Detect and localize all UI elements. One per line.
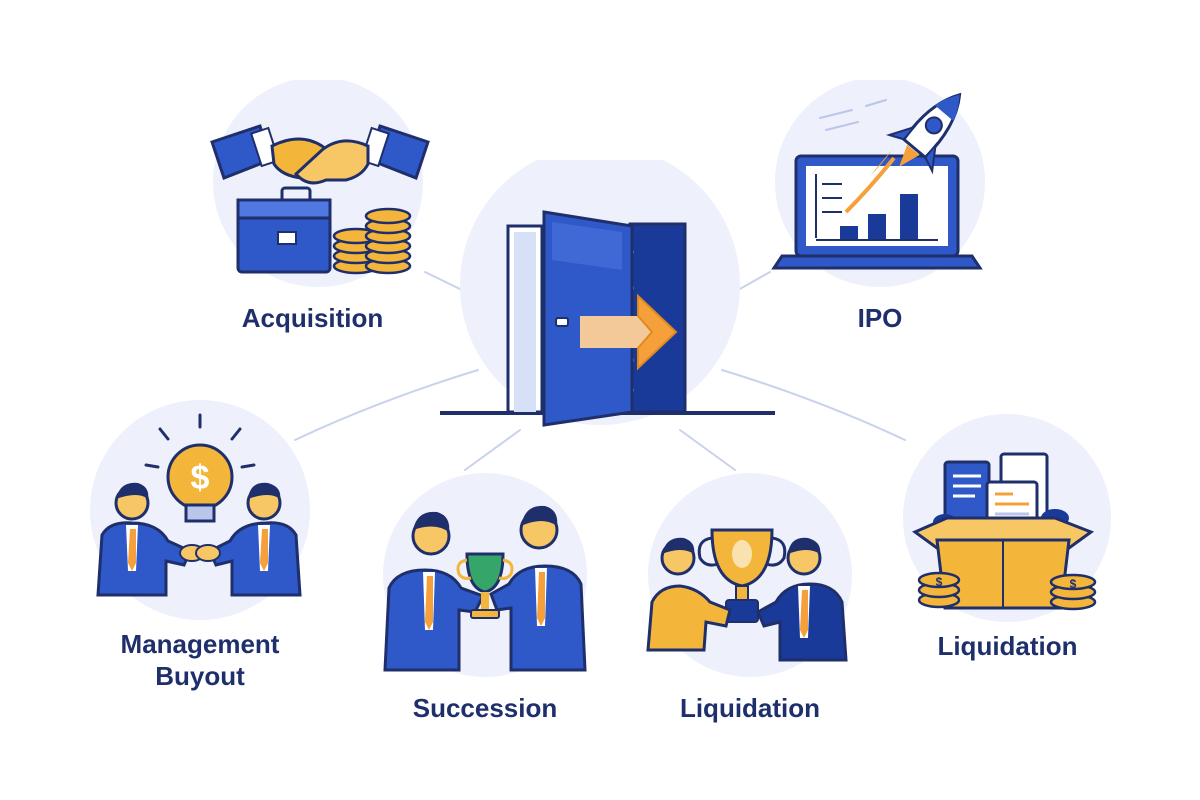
box-documents-coins-icon: $ $	[903, 414, 1111, 622]
svg-text:$: $	[936, 575, 943, 589]
option-liquidation-trophy: Liquidation	[640, 470, 870, 730]
connector-liquidation-trophy	[679, 429, 736, 471]
laptop-rocket-chart-icon	[771, 80, 985, 287]
connector-liquidation-box	[721, 369, 906, 441]
svg-text:$: $	[191, 459, 210, 497]
option-succession: Succession	[375, 470, 605, 730]
label-acquisition: Acquisition	[241, 303, 384, 333]
trophy-exchange-icon	[646, 473, 852, 677]
connector-ipo	[737, 271, 771, 291]
option-acquisition: Acquisition	[190, 80, 450, 333]
connector-acquisition	[424, 271, 463, 291]
handshake-briefcase-coins-icon	[210, 80, 430, 287]
label-succession: Succession	[412, 693, 558, 723]
option-management-buyout: $ Management Buyout	[80, 395, 340, 695]
label-management-buyout-line1: Management	[120, 629, 280, 659]
label-management-buyout-line2: Buyout	[155, 661, 245, 691]
exit-door-icon	[440, 160, 775, 427]
bulb-dollar-two-people-icon: $	[90, 400, 310, 620]
two-people-trophy-handoff-icon	[383, 473, 587, 677]
option-ipo: IPO	[760, 80, 1020, 333]
label-ipo: IPO	[857, 303, 903, 333]
svg-text:$: $	[1070, 577, 1077, 591]
center-exit-node	[440, 160, 780, 440]
label-liquidation-trophy: Liquidation	[679, 693, 821, 723]
option-liquidation-box: $ $ Liquidation	[895, 410, 1135, 690]
label-liquidation-box: Liquidation	[937, 631, 1078, 661]
connector-management-buyout	[294, 369, 479, 441]
connector-succession	[464, 429, 521, 471]
